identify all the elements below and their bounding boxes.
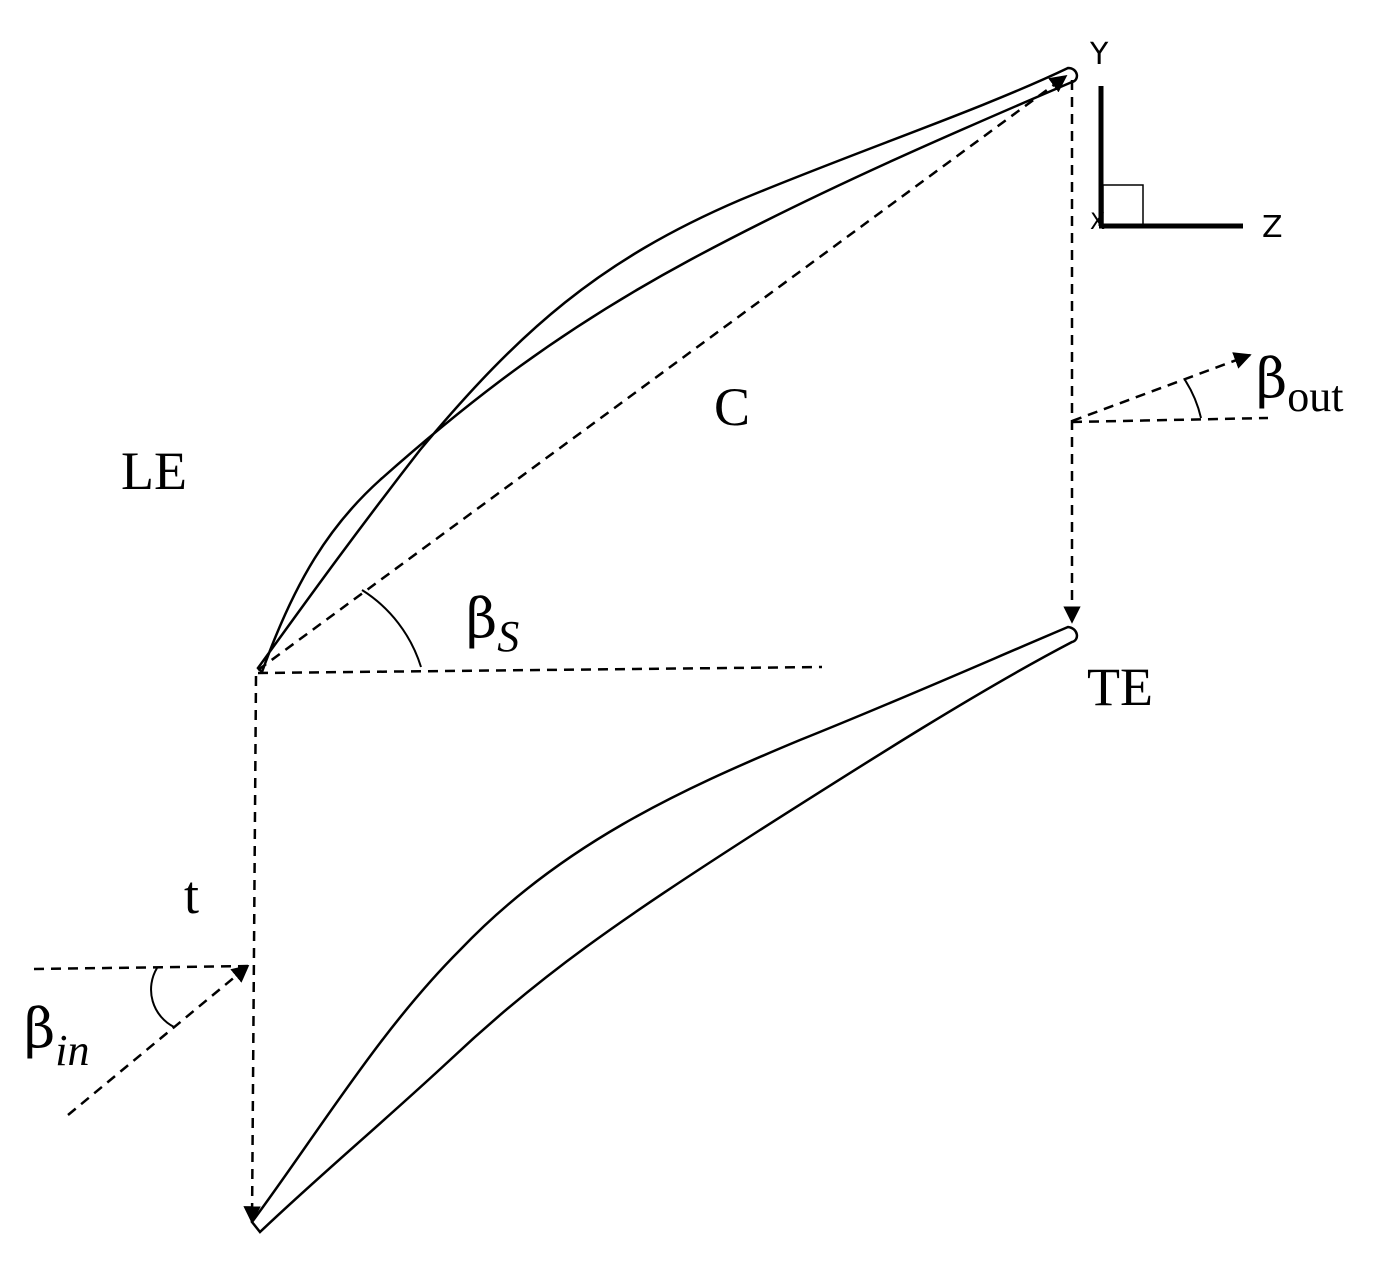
inlet-angle-label: βin (24, 1002, 89, 1073)
outlet-angle-label: βout (1256, 352, 1343, 419)
pitch-line (243, 675, 261, 1224)
stagger-angle-subscript: S (497, 612, 520, 661)
chord-line (257, 74, 1068, 672)
outlet-angle-symbol: β (1256, 347, 1288, 410)
z-axis-label: Z (1262, 210, 1283, 245)
upper-blade-profile (256, 66, 1079, 675)
inlet-angle-subscript: in (55, 1026, 90, 1075)
pitch-label: t (184, 865, 200, 925)
x-axis-label: X (1090, 210, 1106, 235)
y-axis-label: Y (1090, 37, 1109, 72)
outlet-flow-arrow (1071, 352, 1252, 423)
inlet-flow-arrow (67, 964, 250, 1116)
stagger-angle-label: βS (466, 592, 519, 659)
right-angle-marker (1102, 184, 1144, 226)
chord-label: C (714, 377, 751, 437)
stagger-angle-arc (361, 589, 422, 668)
coordinate-triad (1098, 86, 1243, 229)
outlet-angle-arc (1184, 379, 1202, 419)
stagger-angle-symbol: β (466, 587, 498, 650)
leading-edge-label: LE (121, 441, 187, 501)
trailing-edge-label: TE (1087, 657, 1153, 717)
outlet-horizontal-reference (1071, 416, 1269, 424)
lower-blade-profile (250, 625, 1079, 1234)
le-horizontal-reference (257, 665, 823, 675)
inlet-angle-symbol: β (24, 997, 56, 1060)
inlet-horizontal-reference (33, 964, 253, 971)
outlet-angle-subscript: out (1287, 372, 1344, 421)
inlet-angle-arc (150, 967, 175, 1028)
